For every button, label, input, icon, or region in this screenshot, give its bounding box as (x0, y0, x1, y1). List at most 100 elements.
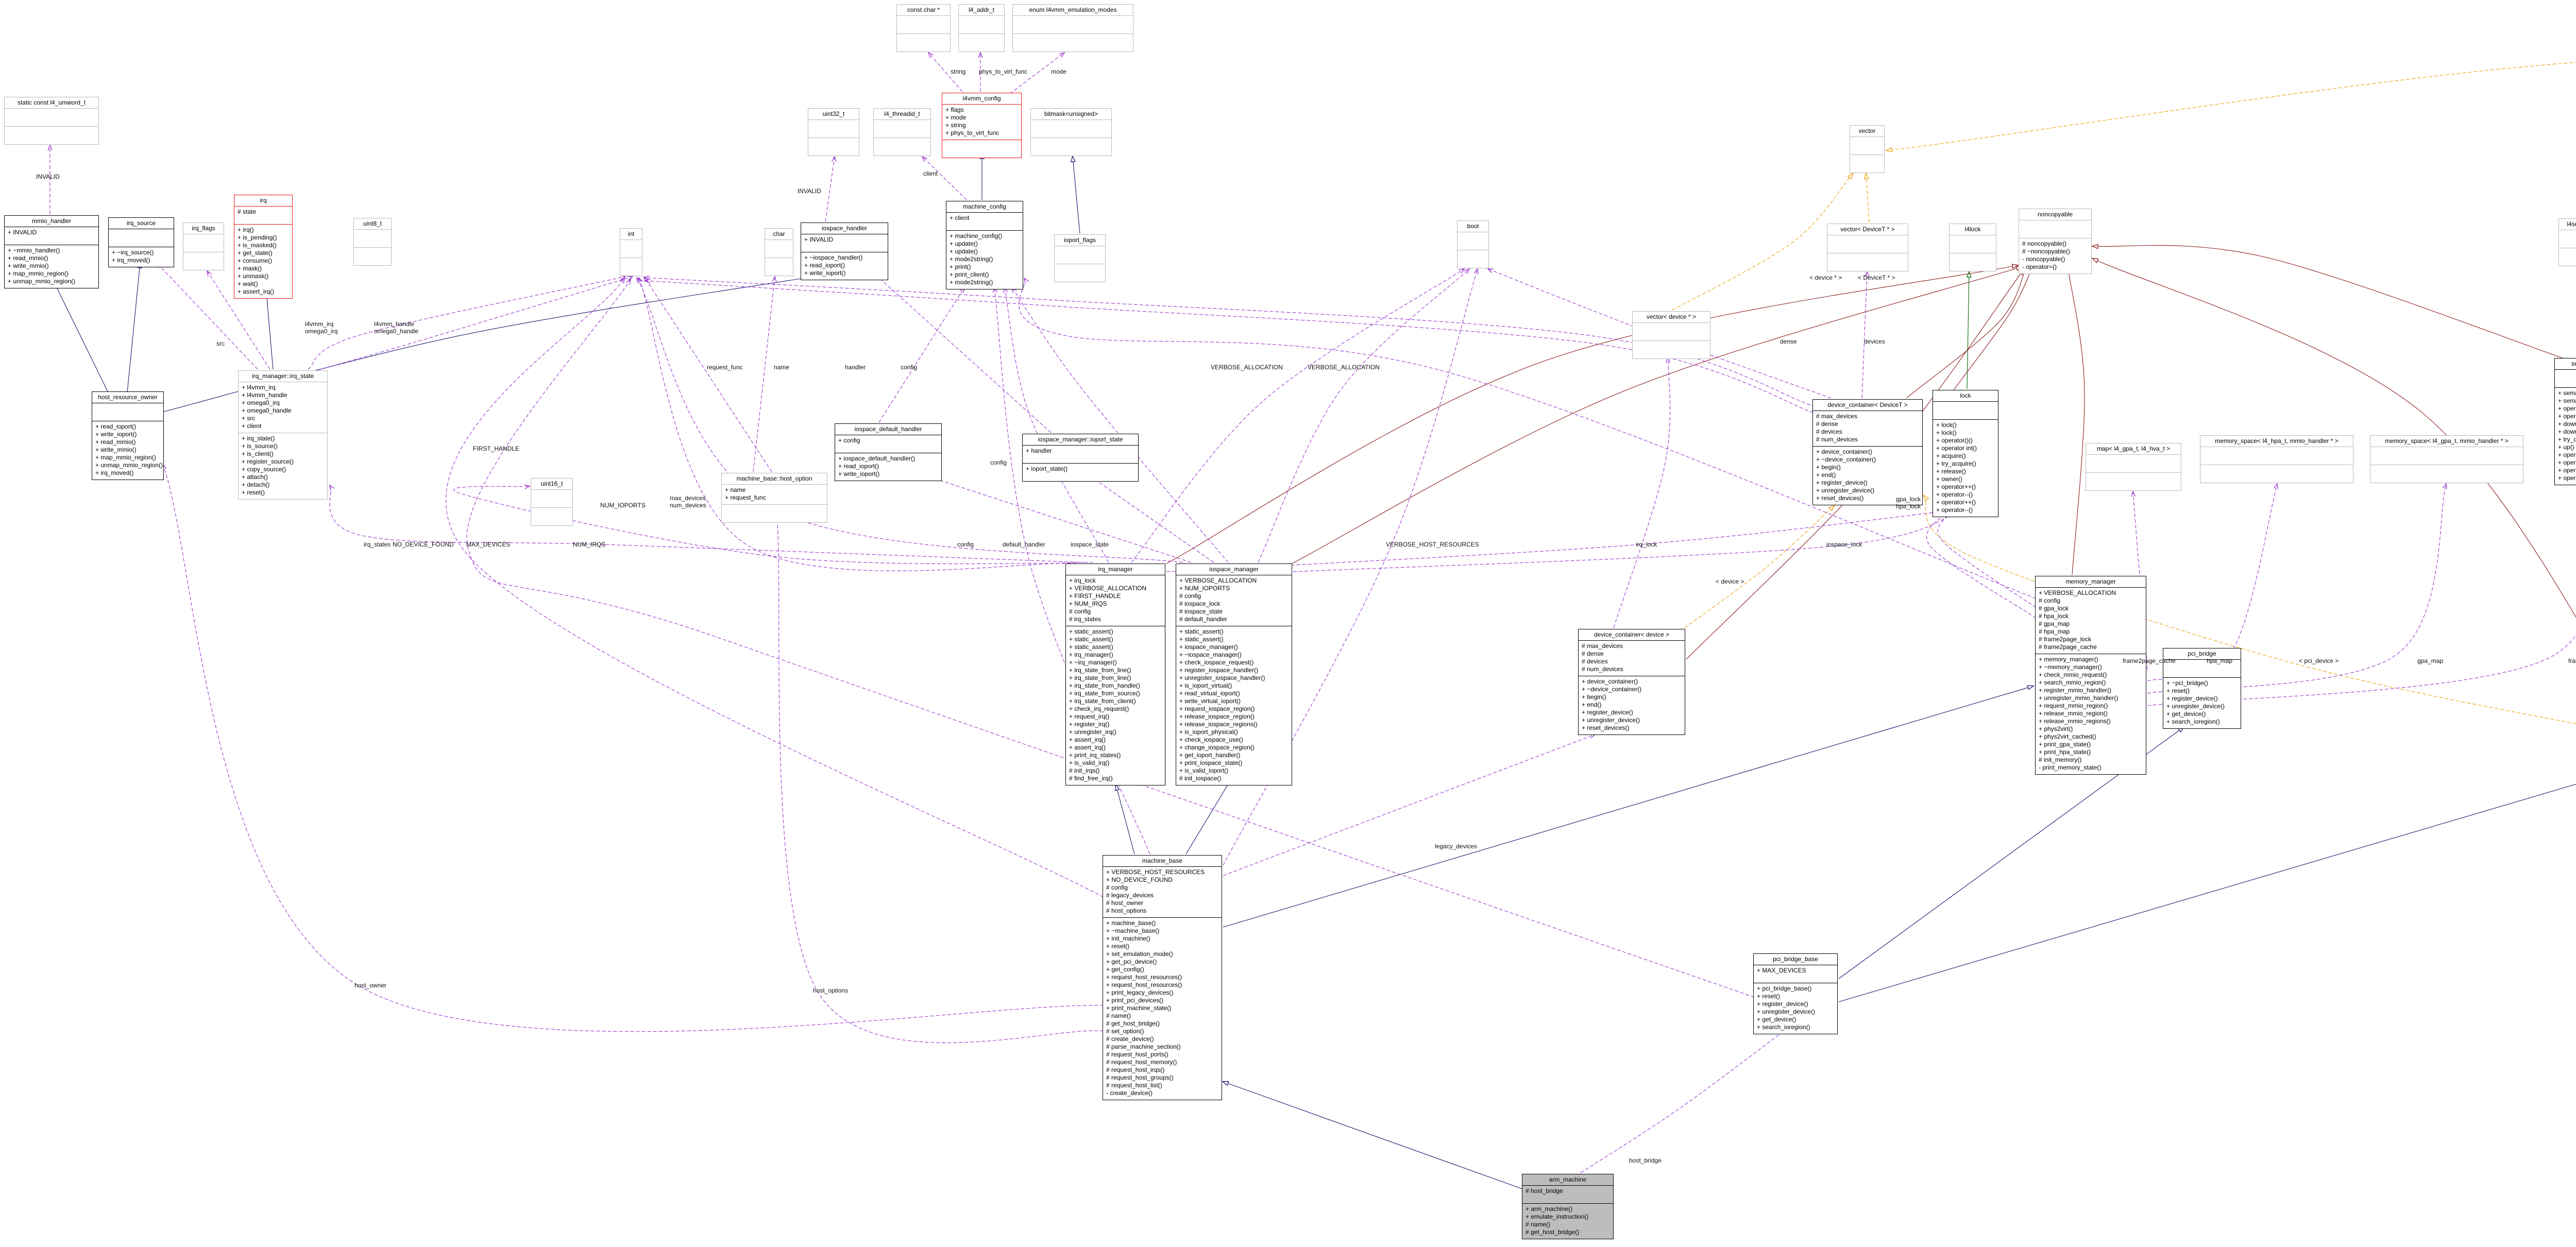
class-member: + unregister_device() (1816, 487, 1875, 494)
class-member: + get_device() (2166, 710, 2206, 718)
class-member: # ~noncopyable() (2022, 248, 2071, 255)
class-bool: bool (1457, 220, 1489, 268)
class-member: + irq_state() (242, 435, 275, 442)
class-attrs-compartment (531, 489, 572, 507)
class-member: + reset() (1106, 943, 1130, 950)
class-methods-compartment (765, 258, 793, 276)
class-methods-compartment: + static_assert()+ static_assert()+ stat… (1066, 626, 1165, 785)
class-member: # parse_machine_section() (1106, 1043, 1181, 1050)
class-lock: lock+ lock()+ lock()+ operator()()+ oper… (1933, 390, 1998, 517)
class-member: + operator()() (2558, 405, 2576, 412)
edge-inh (1115, 783, 1135, 855)
class-member: + string (945, 122, 966, 129)
class-member: + request_func (725, 494, 766, 501)
class-methods-compartment: + ioport_state() (1023, 463, 1138, 481)
class-member: + read_mmio() (95, 438, 136, 446)
class-title: semaphore (2571, 360, 2576, 367)
class-attrs-compartment: # state (234, 206, 292, 224)
class-member: + is_ioport_physical() (1179, 728, 1238, 736)
class-methods-compartment (1827, 253, 1908, 271)
class-member: + owner() (1936, 475, 1963, 483)
class-title: iospace_manager (1209, 566, 1259, 573)
class-member: + unregister_device() (1582, 716, 1640, 724)
class-member: - noncopyable() (2022, 255, 2065, 263)
class-member: + VERBOSE_ALLOCATION (1069, 585, 1147, 592)
class-methods-compartment: + lock()+ lock()+ operator()()+ operator… (1933, 419, 1998, 517)
edge-inh (1223, 685, 2035, 928)
edge-use (207, 270, 270, 370)
class-member: + print_irq_states() (1069, 751, 1121, 759)
class-member: + irq_state_from_source() (1069, 690, 1140, 697)
class-member: + ~device_container() (1816, 456, 1876, 463)
class-member: + write_mmio() (8, 262, 49, 269)
class-member: + client (242, 422, 262, 430)
class-member: + INVALID (8, 229, 37, 236)
edge-use (644, 279, 1819, 415)
class-member: # iospace_lock (1179, 600, 1221, 607)
edge-tmpl (1863, 172, 1870, 223)
edge-label: < pci_device > (2299, 657, 2339, 664)
class-title: memory_space< l4_hpa_t, mmio_handler * > (2215, 437, 2338, 445)
class-attrs-compartment (2086, 454, 2181, 472)
class-noncopyable: noncopyable# noncopyable()# ~noncopyable… (2019, 209, 2092, 274)
class-l4-addr-t: l4_addr_t (958, 4, 1005, 52)
class-member: + ~irq_manager() (1069, 659, 1117, 666)
edge-label: frame2page_lock (2568, 657, 2576, 664)
edge-use (466, 278, 1755, 998)
class-member: # dense (1816, 420, 1838, 428)
edge-label: gpa_map (2417, 657, 2444, 664)
class-methods-compartment (2200, 465, 2353, 483)
class-title: noncopyable (2037, 211, 2073, 218)
class-member: # host_owner (1106, 899, 1144, 907)
class-member: + get_device() (1757, 1016, 1797, 1023)
edge-label: host_bridge (1629, 1157, 1662, 1164)
edge-tmpl (1672, 172, 1854, 311)
edge-label: VERBOSE_HOST_RESOURCES (1386, 541, 1479, 548)
edge-use (638, 277, 1094, 571)
edge-label: iospace_state (1071, 541, 1109, 548)
class-member: + phys2virt() (2039, 725, 2073, 732)
class-l4semaphore: l4semaphore (2558, 218, 2576, 266)
edge-use (992, 286, 1150, 855)
class-attrs-compartment: + MAX_DEVICES (1754, 965, 1837, 983)
class-member: + check_mmio_request() (2039, 671, 2107, 678)
class-member: + VERBOSE_ALLOCATION (1179, 577, 1257, 584)
class-attrs-compartment (354, 229, 391, 247)
edge-use (636, 277, 1183, 563)
class-title: const char * (907, 6, 940, 13)
class-member: + request_iospace_region() (1179, 705, 1255, 712)
class-member: + ~iospace_handler() (804, 254, 863, 261)
class-attrs-compartment (808, 119, 859, 138)
class-methods-compartment: + ~pci_bridge()+ reset()+ register_devic… (2163, 677, 2241, 728)
class-uint32-t: uint32_t (808, 108, 859, 156)
class-memory-space-hpa: memory_space< l4_hpa_t, mmio_handler * > (2200, 435, 2353, 483)
edge-use (2147, 634, 2576, 706)
class-machine-base: machine_base+ VERBOSE_HOST_RESOURCES+ NO… (1103, 855, 1222, 1100)
class-attrs-compartment (959, 15, 1004, 33)
class-methods-compartment: + memory_manager()+ ~memory_manager()+ c… (2036, 654, 2146, 774)
class-member: + ~device_container() (1582, 686, 1642, 693)
class-member: + attach() (242, 473, 268, 481)
edge-use (825, 156, 837, 222)
class-member: + flags (945, 106, 964, 113)
class-member: + is_ioport_virtual() (1179, 682, 1232, 689)
edge-use (1293, 510, 1962, 572)
class-member: # init_iospace() (1179, 775, 1222, 782)
class-member: + machine_base() (1106, 919, 1156, 927)
class-member: + print_client() (950, 271, 989, 278)
class-member: + request_mmio_region() (2039, 702, 2108, 709)
class-methods-compartment (897, 33, 950, 52)
class-member: # default_handler (1179, 616, 1227, 623)
class-member: + up() (2558, 443, 2574, 451)
class-member: + handler (1026, 447, 1052, 454)
edge-label: legacy_devices (1435, 843, 1478, 850)
class-attrs-compartment (109, 229, 174, 247)
class-methods-compartment (808, 138, 859, 156)
class-member: + try_down() (2558, 436, 2576, 443)
class-member: + MAX_DEVICES (1757, 967, 1806, 974)
class-member: + register_device() (1582, 709, 1633, 716)
class-title: l4semaphore (2567, 220, 2576, 228)
class-member: + operator--() (1936, 506, 1973, 514)
class-member: + read_ioport() (804, 262, 845, 269)
class-member: + semaphore() (2558, 389, 2576, 397)
